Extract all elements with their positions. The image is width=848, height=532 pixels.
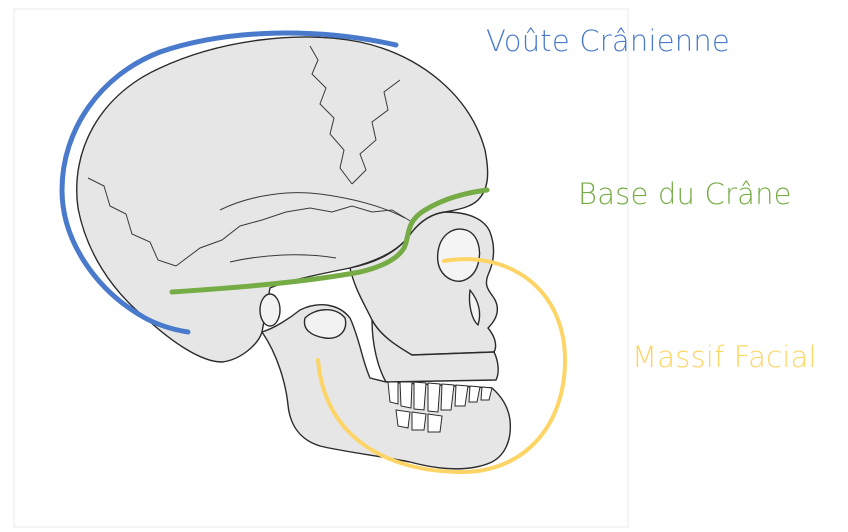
label-facial-mass: Massif Facial xyxy=(632,343,817,372)
label-skull-base: Base du Crâne xyxy=(578,180,792,209)
ear-opening xyxy=(260,294,280,326)
eye-socket xyxy=(438,229,480,281)
label-cranial-vault: Voûte Crânienne xyxy=(486,27,730,56)
